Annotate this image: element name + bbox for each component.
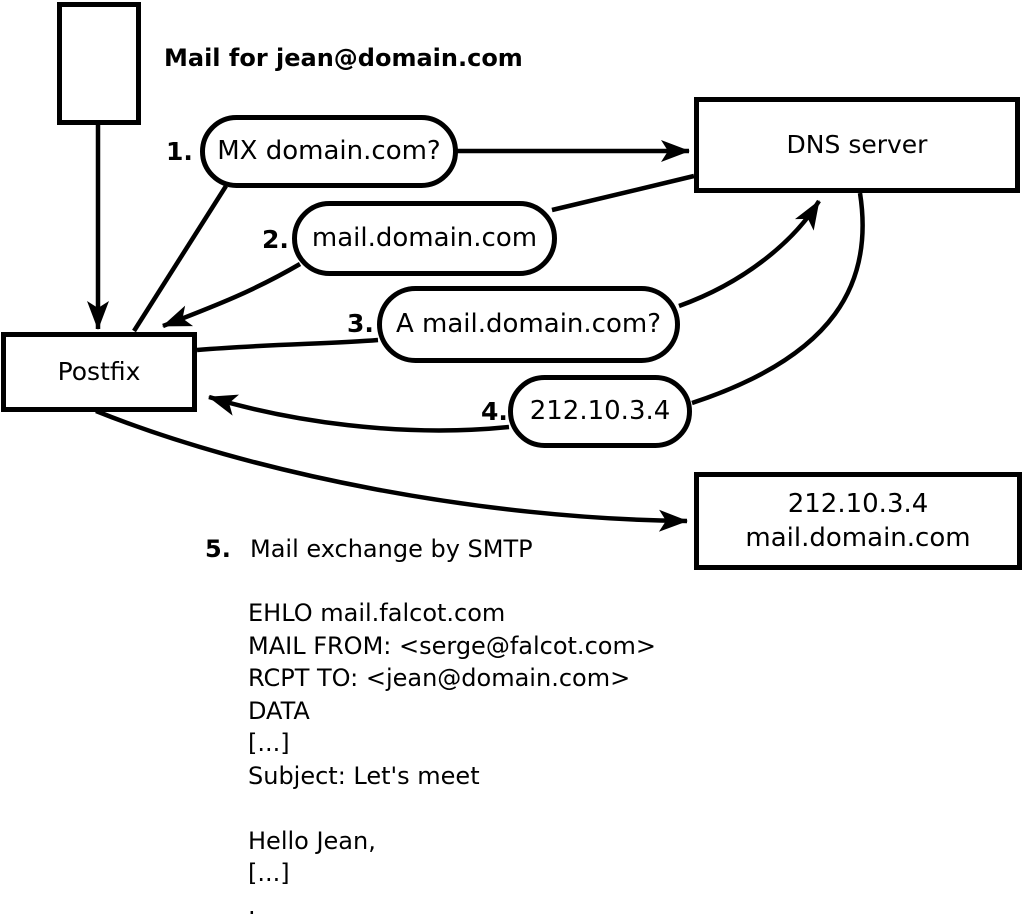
arrow-query3-to-dns	[678, 199, 821, 309]
mail-envelope-shape	[57, 2, 141, 125]
arrow-postfix-to-mailserver	[95, 408, 688, 532]
node-mail-server-hostname: mail.domain.com	[745, 523, 971, 553]
line-postfix-to-query3	[196, 337, 379, 353]
smtp-line-hello: Hello Jean,	[248, 826, 376, 855]
message-reply-mx-label: mail.domain.com	[311, 222, 538, 253]
message-query-mx-label: MX domain.com?	[217, 135, 441, 166]
step-5-label: Mail exchange by SMTP	[250, 535, 533, 563]
message-query-a-label: A mail.domain.com?	[396, 308, 661, 339]
smtp-line-subject: Subject: Let's meet	[248, 761, 480, 790]
smtp-line-ellipsis-2: [...]	[248, 859, 290, 887]
smtp-line-blank	[248, 792, 656, 825]
node-mail-server: 212.10.3.4 mail.domain.com	[694, 472, 1022, 570]
node-dns-server: DNS server	[694, 97, 1020, 193]
smtp-line-data: DATA	[248, 696, 310, 725]
line-dns-to-reply2	[551, 173, 695, 213]
node-mail-server-ip: 212.10.3.4	[787, 489, 929, 519]
node-postfix: Postfix	[1, 332, 197, 412]
smtp-line-ellipsis-1: [...]	[248, 729, 290, 757]
message-query-mx: MX domain.com?	[200, 115, 458, 188]
smtp-line-ehlo: EHLO mail.falcot.com	[248, 599, 506, 627]
node-postfix-label: Postfix	[57, 356, 141, 386]
step-number-1: 1.	[166, 137, 193, 166]
smtp-line-end-dot: .	[248, 891, 256, 919]
smtp-line-mail-from: MAIL FROM: <serge@falcot.com>	[248, 631, 656, 660]
message-reply-a: 212.10.3.4	[508, 375, 692, 448]
message-reply-a-label: 212.10.3.4	[529, 395, 671, 426]
step-number-3: 3.	[347, 309, 374, 338]
smtp-session-transcript: EHLO mail.falcot.com MAIL FROM: <serge@f…	[248, 597, 656, 919]
arrow-reply4-to-postfix	[208, 394, 510, 433]
line-postfix-to-query1	[132, 184, 228, 333]
step-number-4: 4.	[481, 397, 508, 426]
step-number-2: 2.	[262, 225, 289, 254]
smtp-line-rcpt-to: RCPT TO: <jean@domain.com>	[248, 664, 631, 692]
step-number-5: 5.	[205, 535, 231, 563]
message-reply-mx: mail.domain.com	[292, 201, 557, 276]
line-dns-to-reply4	[691, 192, 865, 406]
node-dns-server-label: DNS server	[786, 129, 928, 159]
arrow-reply2-to-postfix	[162, 262, 302, 329]
message-query-a: A mail.domain.com?	[377, 286, 680, 363]
diagram-title: Mail for jean@domain.com	[164, 44, 523, 72]
